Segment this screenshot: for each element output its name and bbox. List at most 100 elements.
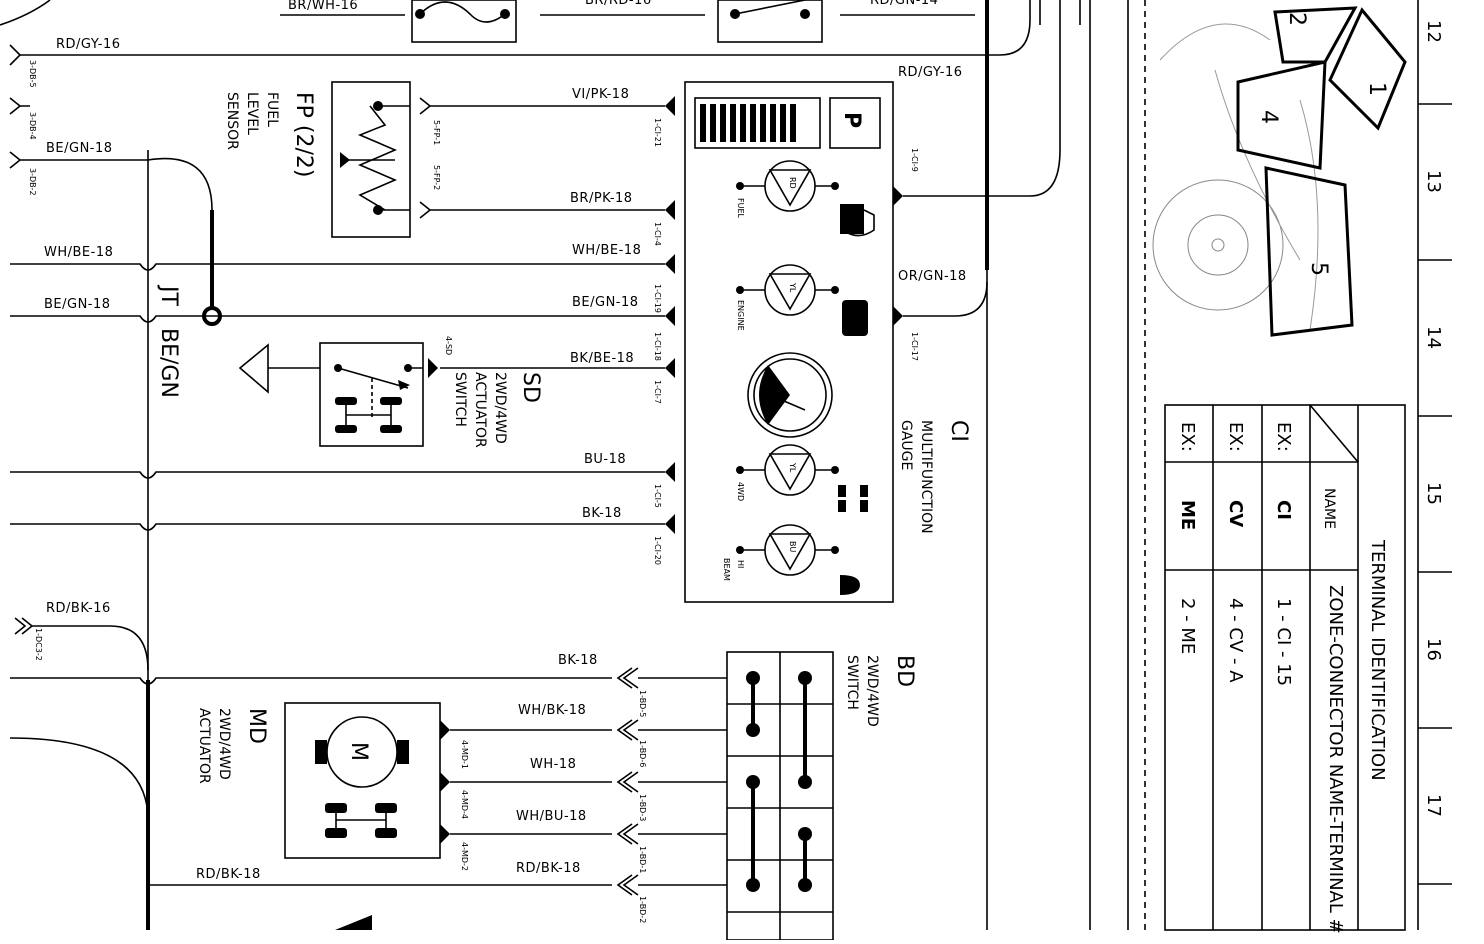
svg-text:5-FP-1: 5-FP-1 — [432, 120, 441, 145]
svg-text:BK/BE-18: BK/BE-18 — [570, 351, 634, 366]
svg-text:13: 13 — [1423, 170, 1444, 193]
svg-text:WH/BE-18: WH/BE-18 — [44, 245, 113, 260]
svg-text:17: 17 — [1423, 794, 1444, 817]
speedometer-dial — [747, 352, 833, 438]
fp-code: FP (2/2) — [291, 92, 316, 178]
svg-text:2WD/4WD: 2WD/4WD — [492, 372, 508, 444]
label-rd-gn-14: RD/GN-14 — [870, 0, 938, 8]
svg-text:1-DC3-2: 1-DC3-2 — [34, 628, 43, 661]
jt-color: BE/GN — [156, 328, 181, 398]
connector-top-1 — [411, 0, 517, 43]
svg-text:WH/BU-18: WH/BU-18 — [516, 809, 587, 824]
2wd-4wd-actuator — [284, 702, 441, 859]
svg-text:MULTIFUNCTION: MULTIFUNCTION — [918, 420, 934, 534]
svg-text:CV: CV — [1225, 500, 1246, 527]
svg-text:P: P — [839, 112, 864, 128]
svg-text:HI: HI — [736, 560, 745, 568]
svg-text:BR/PK-18: BR/PK-18 — [570, 191, 633, 206]
terminal-identification-table — [1164, 404, 1406, 931]
svg-text:1-CI-5: 1-CI-5 — [653, 484, 662, 508]
sd-code: SD — [518, 372, 543, 403]
svg-text:1-CI-21: 1-CI-21 — [653, 118, 662, 147]
svg-text:RD/BK-16: RD/BK-16 — [46, 601, 111, 616]
vehicle-locator — [1152, 6, 1407, 337]
svg-text:RD/BK-18: RD/BK-18 — [516, 861, 581, 876]
svg-text:WH/BE-18: WH/BE-18 — [572, 243, 641, 258]
svg-text:1-CI-20: 1-CI-20 — [653, 536, 662, 565]
svg-text:BE/GN-18: BE/GN-18 — [44, 297, 111, 312]
svg-text:4WD: 4WD — [736, 482, 745, 501]
wire-rd-gy-16 — [20, 0, 1031, 56]
label-rd-gy-16-a: RD/GY-16 — [56, 37, 120, 52]
svg-text:1-BD-3: 1-BD-3 — [638, 794, 647, 821]
svg-text:2WD/4WD: 2WD/4WD — [216, 708, 232, 780]
svg-text:SWITCH: SWITCH — [844, 655, 860, 710]
svg-text:4-MD-4: 4-MD-4 — [460, 790, 469, 819]
svg-text:OR/GN-18: OR/GN-18 — [898, 269, 967, 284]
sensor-resistor — [357, 105, 398, 211]
svg-text:EX:: EX: — [1177, 422, 1198, 452]
svg-text:1 - CI - 15: 1 - CI - 15 — [1273, 598, 1294, 686]
svg-text:GAUGE: GAUGE — [898, 420, 914, 470]
svg-text:4-SD: 4-SD — [444, 336, 453, 355]
svg-text:16: 16 — [1423, 638, 1444, 661]
svg-text:1-CI-18: 1-CI-18 — [653, 332, 662, 361]
table-name-header: NAME — [1321, 488, 1337, 529]
svg-text:YL: YL — [788, 462, 797, 473]
fuel-pump-icon — [840, 204, 864, 234]
svg-text:4-MD-2: 4-MD-2 — [460, 842, 469, 871]
multifunction-gauge — [684, 81, 894, 603]
park-indicator — [829, 97, 881, 149]
svg-text:15: 15 — [1423, 482, 1444, 505]
svg-text:BK-18: BK-18 — [558, 653, 598, 668]
svg-text:3-DB-5: 3-DB-5 — [28, 60, 37, 88]
table-title: TERMINAL IDENTIFICATION — [1367, 539, 1388, 781]
svg-text:1: 1 — [1364, 82, 1389, 96]
svg-text:M: M — [346, 742, 371, 761]
svg-text:ME: ME — [1177, 500, 1198, 530]
svg-text:CI: CI — [1273, 500, 1294, 520]
svg-text:WH-18: WH-18 — [530, 757, 576, 772]
4wd-icon — [838, 485, 868, 512]
svg-text:EX:: EX: — [1273, 422, 1294, 452]
svg-text:WH/BK-18: WH/BK-18 — [518, 703, 586, 718]
svg-text:5: 5 — [1306, 262, 1331, 276]
svg-text:FUEL: FUEL — [736, 198, 745, 219]
svg-text:1-CI-17: 1-CI-17 — [910, 332, 919, 361]
label-br-wh-16: BR/WH-16 — [288, 0, 358, 13]
svg-text:SENSOR: SENSOR — [224, 92, 240, 150]
ci-code: CI — [946, 420, 971, 442]
svg-text:VI/PK-18: VI/PK-18 — [572, 87, 629, 102]
svg-text:1-CI-19: 1-CI-19 — [653, 284, 662, 313]
svg-text:1-BD-5: 1-BD-5 — [638, 690, 647, 717]
svg-text:4 - CV - A: 4 - CV - A — [1225, 598, 1246, 683]
svg-text:SWITCH: SWITCH — [452, 372, 468, 427]
svg-text:2 - ME: 2 - ME — [1177, 598, 1198, 654]
svg-text:ENGINE: ENGINE — [736, 300, 745, 331]
svg-text:BE/GN-18: BE/GN-18 — [572, 295, 639, 310]
svg-text:1-CI-7: 1-CI-7 — [653, 380, 662, 404]
svg-text:BU: BU — [788, 541, 797, 552]
svg-text:1-CI-4: 1-CI-4 — [653, 222, 662, 246]
svg-text:BU-18: BU-18 — [584, 452, 626, 467]
connector-top-1-fuse — [419, 1, 506, 23]
svg-text:EX:: EX: — [1225, 422, 1246, 452]
svg-text:RD/BK-18: RD/BK-18 — [196, 867, 261, 882]
svg-text:FUEL: FUEL — [264, 92, 280, 127]
svg-text:2: 2 — [1284, 12, 1309, 26]
svg-text:YL: YL — [788, 282, 797, 293]
bd-code: BD — [892, 655, 917, 687]
svg-text:4-MD-1: 4-MD-1 — [460, 740, 469, 769]
svg-text:2WD/4WD: 2WD/4WD — [864, 655, 880, 727]
engine-icon — [842, 300, 868, 336]
svg-text:1-BD-6: 1-BD-6 — [638, 740, 647, 767]
svg-text:RD: RD — [788, 177, 797, 189]
svg-text:BEAM: BEAM — [722, 558, 731, 581]
hi-beam-icon — [840, 575, 860, 595]
svg-text:ACTUATOR: ACTUATOR — [196, 708, 212, 784]
ci-connector-pins — [665, 96, 675, 534]
zone-ruler — [1417, 0, 1452, 930]
ground-symbol — [238, 343, 269, 394]
